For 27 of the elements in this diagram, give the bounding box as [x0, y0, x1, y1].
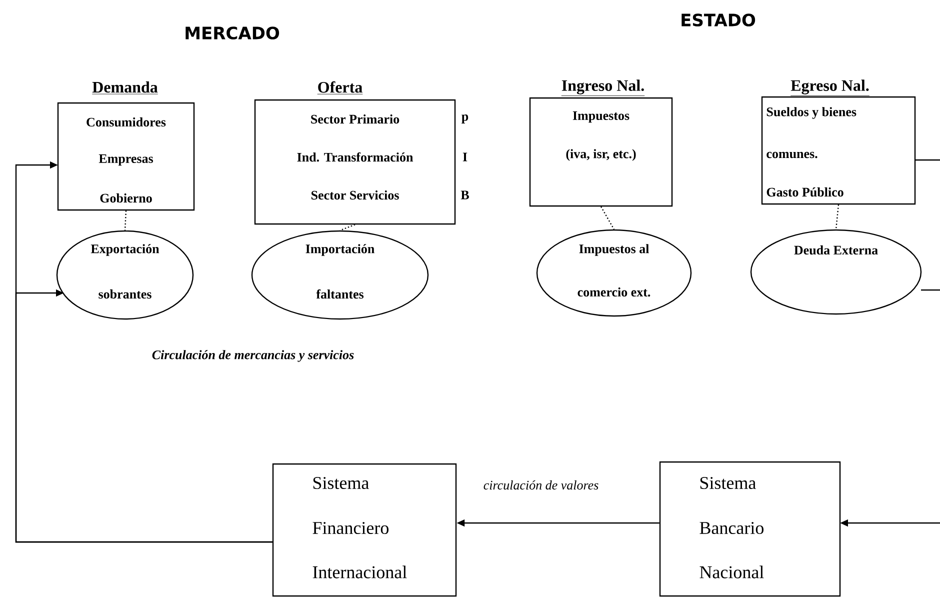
- line: [915, 159, 940, 161]
- box: Sueldos y bienes comunes. Gasto Público: [761, 96, 916, 205]
- caption-text: Circulación de mercancias y servicios: [152, 350, 354, 362]
- edge-label: circulación de valores: [482, 479, 600, 491]
- box: Sistema Financiero Internacional: [272, 463, 457, 597]
- box: Sistema Bancario Nacional: [659, 461, 841, 597]
- column-heading: Demanda: [92, 81, 158, 94]
- column-heading: Oferta: [317, 81, 363, 94]
- column-heading: Ingreso Nal.: [561, 80, 645, 96]
- box: Impuestos (iva, isr, etc.): [529, 97, 673, 207]
- dotted-line: [835, 204, 840, 230]
- box: Consumidores Empresas Gobierno: [57, 102, 195, 211]
- dotted-line: [340, 224, 356, 231]
- node-label: comunes.: [766, 152, 818, 158]
- box: Sector Primario Ind. Transformación Sector Servicios: [254, 99, 456, 225]
- line: [921, 289, 940, 291]
- sector-letter: B: [460, 190, 469, 200]
- column-heading: Egreso Nal.: [790, 80, 870, 96]
- sector-letter: I: [462, 152, 468, 162]
- node-label: Sueldos y bienes: [766, 107, 856, 119]
- dotted-line: [124, 210, 127, 230]
- node-label: Gasto Público: [766, 187, 844, 197]
- dotted-line: [600, 206, 615, 230]
- sector-letter: p: [462, 114, 468, 124]
- section-title: MERCADO: [186, 26, 280, 40]
- section-title: ESTADO: [682, 14, 756, 26]
- arrow: [15, 289, 272, 543]
